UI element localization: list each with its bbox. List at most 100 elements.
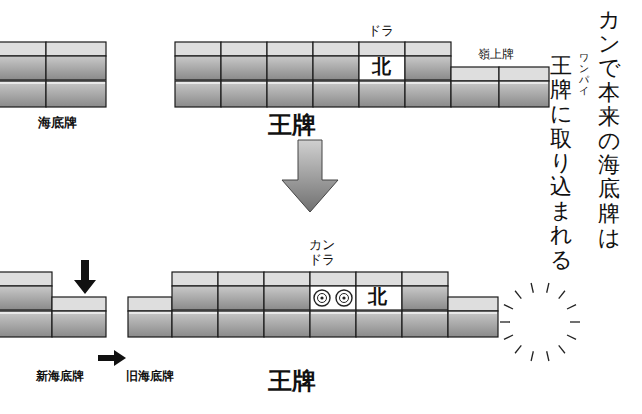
tile-top-face	[267, 42, 313, 56]
tile-top-face	[499, 67, 549, 81]
tile-front	[52, 311, 106, 337]
caption-column: 王牌に取り込まれる	[550, 54, 572, 272]
tile-front	[313, 81, 359, 107]
new-haitei-label: 新海底牌	[36, 370, 84, 384]
burst-dash	[504, 335, 513, 339]
burst-dash	[567, 335, 576, 339]
burst-dash	[504, 305, 513, 309]
tile-front	[264, 311, 310, 337]
tile-top-face	[310, 272, 356, 286]
wanpai-label: 王牌	[268, 112, 316, 140]
kan-dora-label: カン ドラ	[306, 238, 337, 268]
tile-top-face	[218, 272, 264, 286]
tile-top-face	[402, 272, 448, 286]
tile-front	[359, 56, 405, 80]
burst-dash	[531, 351, 533, 361]
tile-seam	[357, 312, 401, 314]
tile-front	[172, 286, 218, 310]
pin-circle	[336, 290, 352, 306]
tile-seam	[129, 312, 171, 314]
tile-top-face	[221, 42, 267, 56]
tile-seam	[53, 312, 105, 314]
burst-dash	[500, 321, 510, 322]
tile-front	[218, 286, 264, 310]
burst-dash	[570, 321, 580, 322]
burst-dash	[559, 291, 565, 299]
tile-front	[359, 81, 405, 107]
tile-glyph: 北	[368, 286, 387, 308]
old-haitei-label: 旧海底牌	[126, 370, 174, 384]
small-right-arrow	[98, 350, 126, 366]
tile-front	[172, 311, 218, 337]
tile-front	[310, 311, 356, 337]
tile-seam	[173, 312, 217, 314]
wanpai-label: 王牌	[268, 368, 316, 396]
tile-top-face	[172, 272, 218, 286]
tile-seam	[406, 82, 450, 84]
tile-seam	[222, 82, 266, 84]
tile-top-face	[175, 42, 221, 56]
tile-seam	[314, 82, 358, 84]
pin-circle	[320, 296, 323, 299]
tile-front	[405, 81, 451, 107]
tile-top-face	[128, 297, 172, 311]
tile-top-face	[0, 42, 46, 56]
tile-top-face	[448, 297, 498, 311]
tile-top-face	[0, 272, 52, 286]
tile-front	[405, 56, 451, 80]
tile-front	[402, 286, 448, 310]
pin-circle	[340, 294, 349, 303]
tile-front	[46, 56, 106, 80]
tile-seam	[452, 82, 498, 84]
tile-front	[356, 286, 402, 310]
tile-front	[0, 311, 52, 337]
tile-seam	[47, 82, 105, 84]
tile-front	[221, 56, 267, 80]
tile-top-face	[264, 272, 310, 286]
dora-label: ドラ	[368, 24, 394, 39]
tile-seam	[360, 82, 404, 84]
tile-top-face	[359, 42, 405, 56]
tile-seam	[0, 312, 51, 314]
pin-circle	[318, 294, 327, 303]
tile-front	[264, 286, 310, 310]
tile-seam	[500, 82, 548, 84]
tile-front	[175, 81, 221, 107]
pin-circle	[342, 296, 345, 299]
tile-top-face	[405, 42, 451, 56]
tile-glyph: 北	[372, 56, 391, 78]
rinshan-label: 嶺上牌	[478, 48, 514, 62]
tile-front	[448, 311, 498, 337]
big-down-arrow	[282, 140, 338, 212]
burst-dash	[547, 283, 549, 293]
tile-seam	[265, 312, 309, 314]
tile-seam	[0, 82, 45, 84]
small-down-arrow	[74, 260, 96, 294]
tile-front	[451, 81, 499, 107]
tile-front	[46, 81, 106, 107]
tile-seam	[311, 312, 355, 314]
tile-seam	[219, 312, 263, 314]
burst-dash	[531, 283, 533, 293]
tile-top-face	[313, 42, 359, 56]
tile-top-face	[46, 42, 106, 56]
burst-dash	[567, 305, 576, 309]
tile-seam	[268, 82, 312, 84]
tile-front	[310, 286, 356, 310]
caption-column: カンで本来の海底牌は	[598, 8, 620, 250]
tile-front	[402, 311, 448, 337]
burst-dash	[547, 351, 549, 361]
tile-front	[356, 311, 402, 337]
haitei-label: 海底牌	[38, 116, 77, 131]
tile-front	[0, 56, 46, 80]
tile-front	[499, 81, 549, 107]
pin-circle	[314, 290, 330, 306]
tile-seam	[403, 312, 447, 314]
tile-front	[313, 56, 359, 80]
tile-front	[267, 81, 313, 107]
tile-top-face	[52, 297, 106, 311]
tile-front	[221, 81, 267, 107]
burst-dash	[515, 345, 521, 353]
burst-dash	[515, 291, 521, 299]
